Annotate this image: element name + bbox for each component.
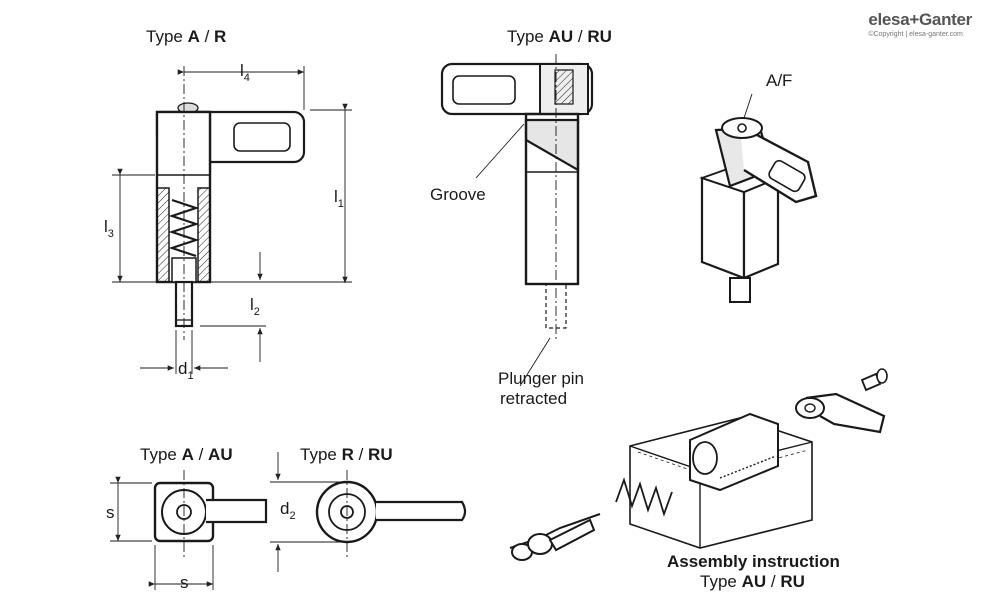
title-type-r-ru: Type R / RU	[300, 445, 393, 464]
brand-logo: elesa+Ganter ©Copyright | elesa-ganter.c…	[868, 10, 972, 38]
copyright-text: ©Copyright | elesa-ganter.com	[868, 31, 963, 38]
label-af: A/F	[766, 71, 793, 90]
side-view-type-a-r	[112, 66, 352, 374]
title-type-a-r: Type A / R	[146, 27, 227, 46]
label-groove: Groove	[430, 185, 486, 204]
brand-name: elesa+Ganter	[868, 10, 972, 29]
dim-d2: d2	[280, 499, 296, 522]
assembly-title: Assembly instruction	[667, 552, 840, 571]
assembly-exploded-view	[509, 368, 888, 561]
dim-l1: l1	[334, 187, 344, 210]
label-retracted: retracted	[500, 389, 568, 408]
top-view-type-r-ru	[270, 452, 467, 572]
dim-l4: l4	[240, 61, 250, 84]
label-plunger-pin: Plunger pin	[498, 369, 585, 388]
side-view-type-au-ru	[440, 54, 594, 387]
top-view-type-a-au	[110, 470, 268, 590]
assembly-type: Type AU / RU	[700, 572, 805, 591]
dim-s-vertical: s	[106, 503, 115, 522]
dim-s-horizontal: s	[180, 573, 189, 592]
title-type-au-ru: Type AU / RU	[507, 27, 612, 46]
isometric-view	[699, 93, 818, 303]
title-type-a-au: Type A / AU	[140, 445, 233, 464]
dim-l2: l2	[250, 295, 260, 318]
dim-d1: d1	[178, 359, 194, 382]
dim-l3: l3	[104, 217, 114, 240]
